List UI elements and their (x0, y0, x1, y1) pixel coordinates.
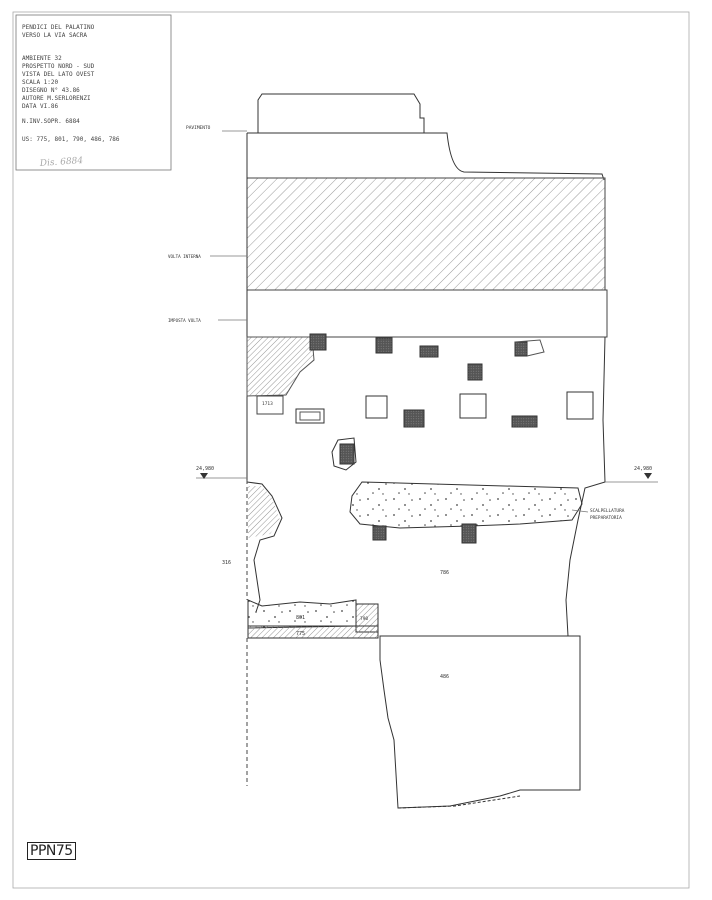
scalpellatura-dotted-area (349, 481, 583, 529)
dark-block (467, 363, 483, 381)
area-486-dashed-edge (397, 795, 521, 809)
dark-block (339, 443, 355, 465)
title-disegno: DISEGNO N° 43.86 (22, 87, 80, 94)
label-us-790: 790 (360, 616, 368, 622)
label-us-801: 801 (296, 615, 305, 621)
leader-scalpellatura (571, 509, 589, 513)
imposta-band (246, 289, 608, 338)
label-us-316: 316 (222, 560, 231, 566)
label-level-right: 24,980 (634, 466, 652, 472)
volta-hatched-band (246, 177, 606, 291)
block-outline (514, 339, 545, 357)
dark-block (309, 333, 327, 351)
left-lower-outline (246, 481, 283, 613)
open-block (459, 393, 487, 419)
label-volta: VOLTA INTERNA (168, 254, 201, 259)
title-line-1: PENDICI DEL PALATINO (22, 24, 95, 31)
label-us-786: 786 (440, 570, 449, 576)
sheet-border (12, 11, 690, 889)
label-scalpellatura-1: SCALPELLATURA (590, 508, 625, 514)
title-us: US: 775, 801, 790, 486, 786 (22, 136, 120, 143)
dark-block (511, 415, 538, 428)
labels: PAVIMENTO VOLTA INTERNA IMPOSTA VOLTA 24… (168, 125, 652, 680)
title-data: DATA VI.86 (22, 103, 59, 110)
title-scala: SCALA 1:20 (22, 79, 59, 86)
open-block (365, 395, 388, 419)
archive-code-stamp: PPN75 (27, 842, 76, 860)
label-level-left: 24,980 (196, 466, 214, 472)
top-profile (257, 93, 605, 181)
label-us-775: 775 (296, 631, 305, 637)
title-block: PENDICI DEL PALATINO VERSO LA VIA SACRA … (15, 14, 172, 171)
dark-block (461, 523, 477, 544)
elevation (246, 93, 608, 809)
dark-block (372, 525, 387, 541)
label-us-486: 486 (440, 674, 449, 680)
small-marked-box (256, 395, 284, 415)
level-marker-right-icon (644, 473, 652, 479)
dark-block (419, 345, 439, 358)
level-marker-left-icon (200, 473, 208, 479)
label-pavimento: PAVIMENTO (186, 125, 211, 131)
label-scalpellatura-2: PREPARATORIA (590, 515, 622, 521)
open-block-inner (299, 411, 321, 421)
title-line-2: VERSO LA VIA SACRA (22, 32, 87, 39)
title-block-frame (15, 14, 172, 171)
area-486 (379, 635, 581, 809)
layer-801 (247, 599, 357, 629)
title-vista: VISTA DEL LATO OVEST (22, 71, 95, 78)
label-us-1713: 1713 (262, 401, 273, 407)
open-block (566, 391, 594, 420)
label-imposta: IMPOSTA VOLTA (168, 318, 201, 323)
left-lower-hatch (248, 486, 280, 538)
layer-775 (247, 625, 379, 639)
dark-block (514, 341, 528, 357)
title-autore: AUTORE M.SERLORENZI (22, 95, 91, 102)
title-handwritten: Dis. 6884 (39, 156, 84, 169)
title-prospetto: PROSPETTO NORD - SUD (22, 63, 95, 70)
dark-block (403, 409, 425, 428)
dark-block (375, 337, 393, 354)
title-ambiente: AMBIENTE 32 (22, 55, 62, 62)
title-ninv: N.INV.SOPR. 6884 (22, 118, 80, 125)
left-hatched-patch (246, 336, 315, 397)
